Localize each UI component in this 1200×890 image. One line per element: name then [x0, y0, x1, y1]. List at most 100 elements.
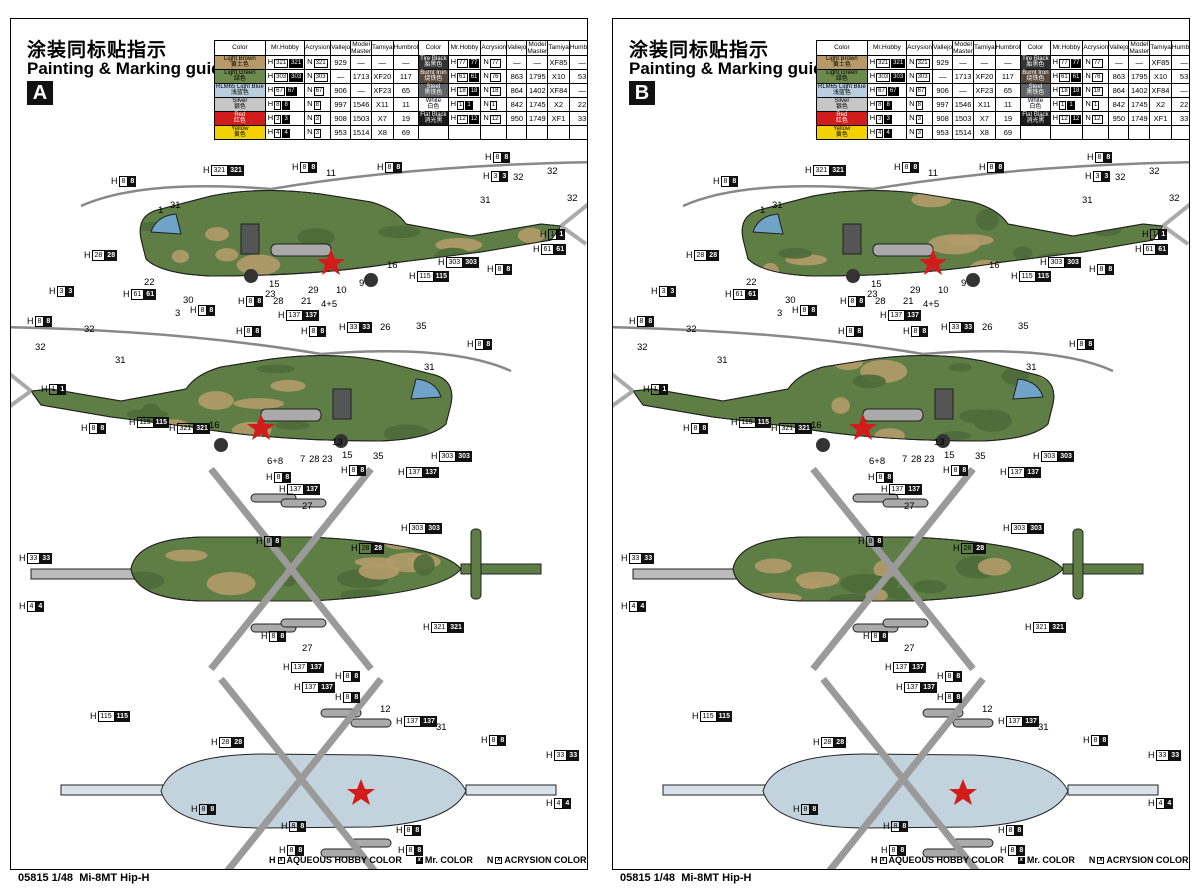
part-number: 12 — [380, 704, 391, 715]
part-number: 32 — [686, 324, 697, 335]
part-number: 6+8 — [869, 456, 886, 467]
part-number: 32 — [567, 193, 578, 204]
product-footer: 05815 1/48 Mi-8MT Hip-H — [18, 872, 150, 884]
code-cell: — — [1128, 54, 1151, 70]
part-number: 16 — [811, 420, 822, 431]
part-number: 1 — [760, 205, 766, 216]
part-number: 9 — [359, 278, 365, 289]
header-cell: Tamiya — [547, 39, 570, 56]
part-number: 31 — [1026, 362, 1037, 373]
part-number: 32 — [1115, 172, 1126, 183]
part-number: 30 — [183, 295, 194, 306]
header-cell: Vallejo — [506, 39, 528, 56]
table-title: PAINT REFERENCE COLOR — [214, 26, 587, 40]
code-cell: — — [350, 54, 372, 70]
part-number: 16 — [209, 420, 220, 431]
part-number: 32 — [1169, 193, 1180, 204]
header-cell: Model Master — [952, 39, 974, 56]
part-number: 32 — [35, 342, 46, 353]
code-cell: 953 — [330, 124, 352, 140]
code-cell: 953 — [932, 124, 954, 140]
part-number: 32 — [637, 342, 648, 353]
part-number: 15 — [944, 450, 955, 461]
part-number: 32 — [84, 324, 95, 335]
part-number: 4+5 — [923, 299, 940, 310]
part-number: 13 — [332, 437, 343, 448]
part-number: 21 — [301, 296, 312, 307]
part-number: 31 — [436, 722, 447, 733]
part-number: 23 — [867, 289, 878, 300]
part-number: 31 — [170, 200, 181, 211]
instruction-sheet-b: 涂装同标贴指示 Painting & Marking guide B PAINT… — [612, 18, 1190, 870]
part-number: 16 — [387, 260, 398, 271]
part-number: 12 — [982, 704, 993, 715]
variant-badge: A — [27, 81, 53, 105]
part-number: 31 — [480, 195, 491, 206]
part-number: 29 — [308, 285, 319, 296]
header-cell: Acrysion — [1082, 39, 1110, 56]
part-number: 29 — [910, 285, 921, 296]
part-number: 31 — [115, 355, 126, 366]
part-number: 23 — [322, 454, 333, 465]
code-cell: 1745 — [1128, 96, 1151, 112]
part-number: 31 — [1082, 195, 1093, 206]
header-cell: Vallejo — [932, 39, 954, 56]
